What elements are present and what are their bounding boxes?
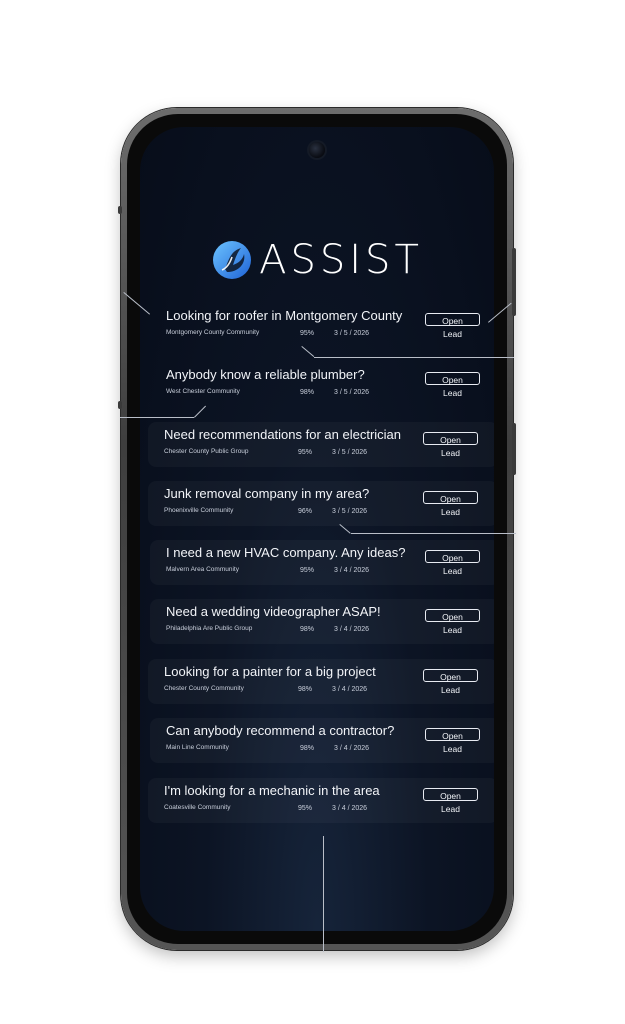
open-lead-button[interactable]: Open Lead (423, 491, 478, 517)
side-button (118, 206, 122, 214)
lead-title: Anybody know a reliable plumber? (166, 367, 365, 382)
lead-date: 3 / 4 / 2026 (332, 805, 368, 812)
lead-date: 3 / 4 / 2026 (332, 686, 368, 693)
brand-name: ASSIST (259, 237, 423, 283)
lead-card[interactable]: Looking for a painter for a big project … (148, 659, 494, 704)
lead-title: Looking for a painter for a big project (164, 664, 376, 679)
lead-card[interactable]: Anybody know a reliable plumber? West Ch… (150, 362, 494, 407)
logo-mark-icon (213, 241, 252, 279)
lead-date: 3 / 4 / 2026 (334, 626, 370, 633)
side-button (118, 401, 122, 409)
lead-card[interactable]: I'm looking for a mechanic in the area C… (148, 778, 494, 823)
lead-card[interactable]: Need recommendations for an electrician … (148, 422, 494, 467)
lead-title: Looking for roofer in Montgomery County (166, 308, 403, 323)
lead-date: 3 / 5 / 2026 (334, 330, 370, 337)
lead-card[interactable]: Can anybody recommend a contractor? Main… (150, 718, 494, 763)
lead-group: Chester County Public Group (164, 448, 249, 455)
callout-line (120, 417, 194, 418)
open-lead-button[interactable]: Open Lead (425, 550, 480, 576)
lead-score: 98% (300, 389, 315, 396)
phone-frame: ASSIST Looking for roofer in Montgomery … (118, 108, 516, 950)
lead-card[interactable]: Looking for roofer in Montgomery County … (150, 303, 494, 348)
lead-group: Main Line Community (166, 744, 229, 751)
lead-title: I'm looking for a mechanic in the area (164, 783, 380, 798)
lead-title: Can anybody recommend a contractor? (166, 723, 395, 738)
lead-score: 95% (298, 449, 313, 456)
side-button (512, 423, 516, 475)
lead-date: 3 / 4 / 2026 (334, 745, 370, 752)
callout-line (351, 533, 516, 534)
phone-bezel: ASSIST Looking for roofer in Montgomery … (127, 114, 507, 944)
app-logo: ASSIST (140, 239, 494, 281)
lead-score: 98% (298, 686, 313, 693)
lead-title: Need a wedding videographer ASAP! (166, 604, 381, 619)
lead-group: West Chester Community (166, 388, 240, 395)
lead-score: 98% (300, 626, 315, 633)
lead-score: 95% (300, 330, 315, 337)
lead-score: 95% (300, 567, 315, 574)
lead-date: 3 / 5 / 2026 (334, 389, 370, 396)
open-lead-button[interactable]: Open Lead (423, 432, 478, 458)
lead-score: 98% (300, 745, 315, 752)
callout-line (323, 836, 324, 952)
lead-card[interactable]: Need a wedding videographer ASAP! Philad… (150, 599, 494, 644)
front-camera-icon (309, 142, 325, 158)
lead-group: Malvern Area Community (166, 566, 239, 573)
open-lead-button[interactable]: Open Lead (425, 372, 480, 398)
lead-card[interactable]: I need a new HVAC company. Any ideas? Ma… (150, 540, 494, 585)
open-lead-button[interactable]: Open Lead (425, 728, 480, 754)
lead-group: Phoenixville Community (164, 507, 234, 514)
lead-score: 96% (298, 508, 313, 515)
lead-group: Montgomery County Community (166, 329, 260, 336)
open-lead-button[interactable]: Open Lead (425, 609, 480, 635)
callout-line (314, 357, 514, 358)
lead-title: Need recommendations for an electrician (164, 427, 402, 442)
lead-date: 3 / 5 / 2026 (332, 508, 368, 515)
lead-date: 3 / 4 / 2026 (334, 567, 370, 574)
lead-group: Coatesville Community (164, 804, 231, 811)
open-lead-button[interactable]: Open Lead (425, 313, 480, 339)
lead-title: Junk removal company in my area? (164, 486, 370, 501)
open-lead-button[interactable]: Open Lead (423, 669, 478, 695)
lead-group: Philadelphia Are Public Group (166, 625, 253, 632)
lead-group: Chester County Community (164, 685, 244, 692)
side-button (512, 248, 516, 316)
lead-score: 95% (298, 805, 313, 812)
lead-title: I need a new HVAC company. Any ideas? (166, 545, 406, 560)
lead-card[interactable]: Junk removal company in my area? Phoenix… (148, 481, 494, 526)
phone-screen: ASSIST Looking for roofer in Montgomery … (140, 127, 494, 931)
lead-date: 3 / 5 / 2026 (332, 449, 368, 456)
open-lead-button[interactable]: Open Lead (423, 788, 478, 814)
